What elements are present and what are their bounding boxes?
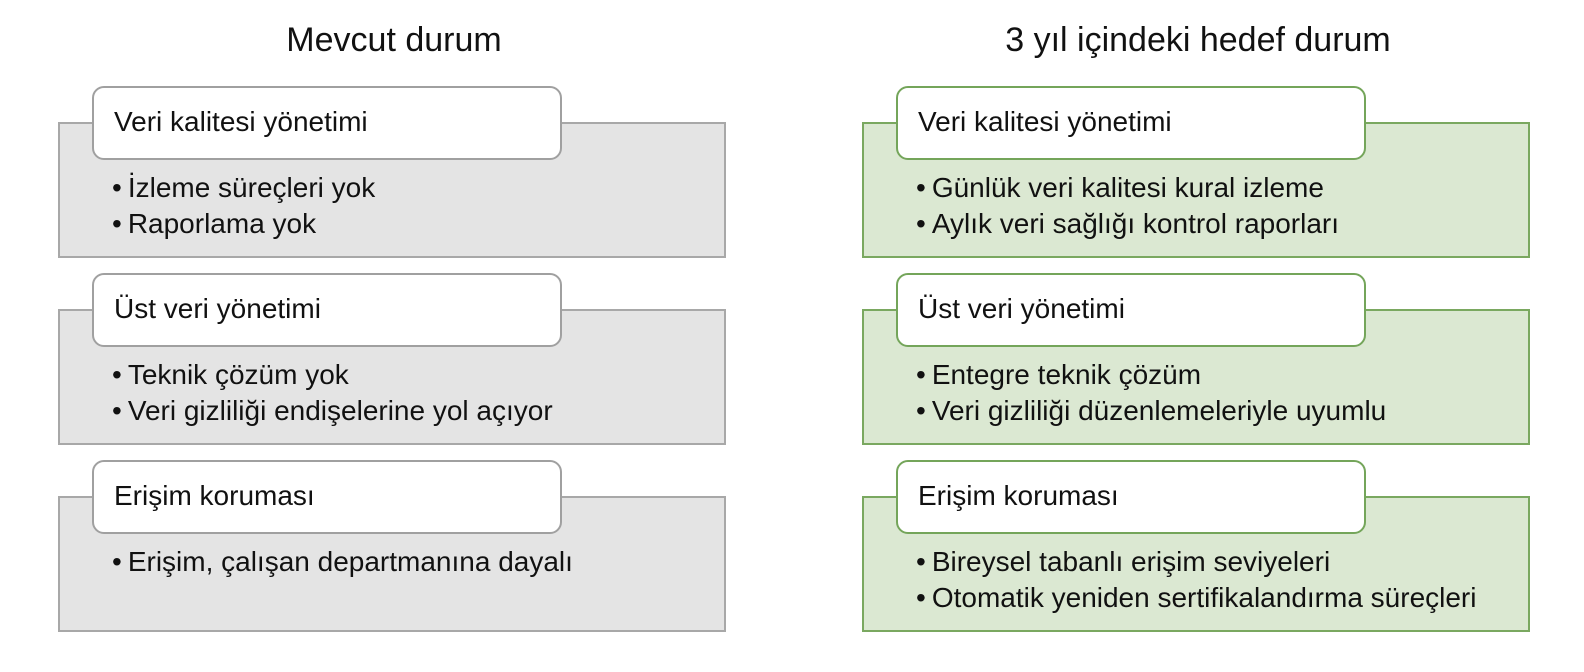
section-heading: Üst veri yönetimi bbox=[918, 293, 1125, 324]
section-heading: Üst veri yönetimi bbox=[114, 293, 321, 324]
section-heading-tab: Erişim koruması bbox=[896, 460, 1366, 534]
target-section-access-protection: Erişim koruması Bireysel tabanlı erişim … bbox=[862, 460, 1534, 635]
bullet-item: Teknik çözüm yok bbox=[112, 357, 553, 393]
section-heading-tab: Üst veri yönetimi bbox=[92, 273, 562, 347]
section-heading-tab: Veri kalitesi yönetimi bbox=[92, 86, 562, 160]
bullet-item: Bireysel tabanlı erişim seviyeleri bbox=[916, 544, 1476, 580]
bullet-list: Teknik çözüm yok Veri gizliliği endişele… bbox=[112, 357, 553, 429]
target-state-column: 3 yıl içindeki hedef durum Veri kalitesi… bbox=[862, 0, 1534, 672]
bullet-item: Aylık veri sağlığı kontrol raporları bbox=[916, 206, 1339, 242]
bullet-list: Entegre teknik çözüm Veri gizliliği düze… bbox=[916, 357, 1386, 429]
section-heading: Veri kalitesi yönetimi bbox=[114, 106, 368, 137]
current-section-access-protection: Erişim koruması Erişim, çalışan departma… bbox=[58, 460, 730, 635]
bullet-item: Veri gizliliği endişelerine yol açıyor bbox=[112, 393, 553, 429]
bullet-item: Raporlama yok bbox=[112, 206, 375, 242]
bullet-item: Otomatik yeniden sertifikalandırma süreç… bbox=[916, 580, 1477, 616]
bullet-item: Günlük veri kalitesi kural izleme bbox=[916, 170, 1339, 206]
bullet-item: Veri gizliliği düzenlemeleriyle uyumlu bbox=[916, 393, 1386, 429]
section-heading: Erişim koruması bbox=[918, 480, 1119, 511]
bullet-list: Erişim, çalışan departmanına dayalı bbox=[112, 544, 573, 580]
bullet-list: İzleme süreçleri yok Raporlama yok bbox=[112, 170, 375, 242]
section-heading: Erişim koruması bbox=[114, 480, 315, 511]
section-heading-tab: Erişim koruması bbox=[92, 460, 562, 534]
section-heading-tab: Veri kalitesi yönetimi bbox=[896, 86, 1366, 160]
bullet-item: İzleme süreçleri yok bbox=[112, 170, 375, 206]
current-state-title: Mevcut durum bbox=[286, 21, 502, 59]
current-state-column: Mevcut durum Veri kalitesi yönetimi İzle… bbox=[58, 0, 730, 672]
bullet-item: Erişim, çalışan departmanına dayalı bbox=[112, 544, 573, 580]
current-section-data-quality: Veri kalitesi yönetimi İzleme süreçleri … bbox=[58, 86, 730, 261]
section-heading-tab: Üst veri yönetimi bbox=[896, 273, 1366, 347]
bullet-item: Entegre teknik çözüm bbox=[916, 357, 1386, 393]
section-heading: Veri kalitesi yönetimi bbox=[918, 106, 1172, 137]
target-section-data-quality: Veri kalitesi yönetimi Günlük veri kalit… bbox=[862, 86, 1534, 261]
target-section-metadata: Üst veri yönetimi Entegre teknik çözüm V… bbox=[862, 273, 1534, 448]
target-state-title: 3 yıl içindeki hedef durum bbox=[1005, 21, 1391, 59]
bullet-list: Günlük veri kalitesi kural izleme Aylık … bbox=[916, 170, 1339, 242]
current-section-metadata: Üst veri yönetimi Teknik çözüm yok Veri … bbox=[58, 273, 730, 448]
bullet-list: Bireysel tabanlı erişim seviyeleri Otoma… bbox=[916, 544, 1477, 616]
